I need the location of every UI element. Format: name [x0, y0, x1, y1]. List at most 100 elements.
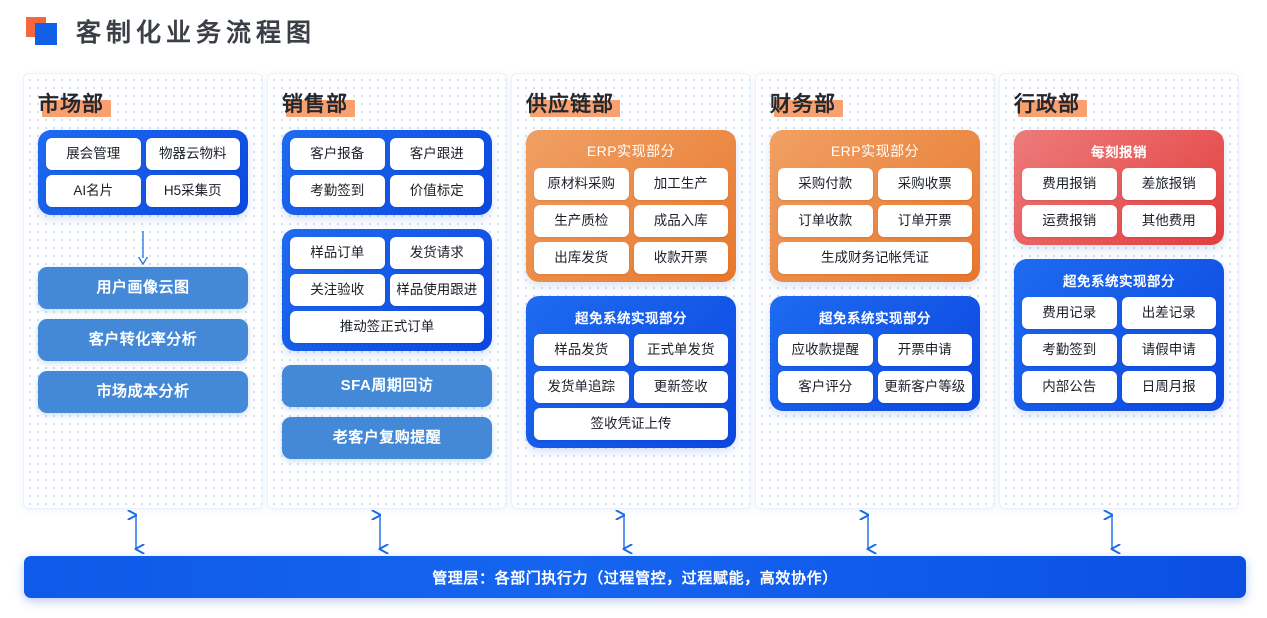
module-cell[interactable]: 样品订单 [290, 237, 385, 269]
module-cell[interactable]: 费用记录 [1022, 297, 1117, 329]
department-title-wrap: 行政部 [1014, 88, 1224, 122]
group-box: 超免系统实现部分费用记录出差记录考勤签到请假申请内部公告日周月报 [1014, 259, 1224, 411]
module-cell[interactable]: 日周月报 [1121, 371, 1216, 403]
feature-bar[interactable]: 老客户复购提醒 [282, 417, 492, 459]
module-cell[interactable]: 原材料采购 [534, 168, 629, 200]
module-cell[interactable]: 样品使用跟进 [389, 274, 484, 306]
group-label: ERP实现部分 [830, 143, 920, 159]
module-cell[interactable]: 出库发货 [534, 242, 629, 274]
group-box: ERP实现部分采购付款采购收票订单收款订单开票生成财务记帐凭证 [770, 130, 980, 282]
module-cell[interactable]: 出差记录 [1121, 297, 1216, 329]
department-column-finance: 财务部 ERP实现部分采购付款采购收票订单收款订单开票生成财务记帐凭证超免系统实现… [756, 74, 994, 508]
group-box: 每刻报销费用报销差旅报销运费报销其他费用 [1014, 130, 1224, 245]
department-title-wrap: 市场部 [38, 88, 248, 122]
logo-mark [26, 17, 60, 45]
group-box: 客户报备客户跟进考勤签到价值标定 [282, 130, 492, 215]
department-title-highlight [774, 100, 843, 117]
feature-bar[interactable]: SFA周期回访 [282, 365, 492, 407]
feature-bar[interactable]: 市场成本分析 [38, 371, 248, 413]
module-cell[interactable]: 价值标定 [389, 175, 484, 207]
group-cell-grid: 费用报销差旅报销运费报销其他费用 [1022, 168, 1216, 237]
group-box: ERP实现部分原材料采购加工生产生产质检成品入库出库发货收款开票 [526, 130, 736, 282]
department-title-wrap: 供应链部 [526, 88, 736, 122]
department-title: 供应链部 [526, 93, 614, 116]
group-label: 每刻报销 [1091, 145, 1147, 160]
group-cell-grid: 应收款提醒开票申请客户评分更新客户等级 [778, 334, 972, 403]
department-title-highlight [1018, 100, 1087, 117]
module-cell[interactable]: 请假申请 [1121, 334, 1216, 366]
module-cell[interactable]: 成品入库 [633, 205, 728, 237]
group-cell-grid: 样品发货正式单发货发货单追踪更新签收签收凭证上传 [534, 334, 728, 440]
module-cell[interactable]: 订单开票 [877, 205, 972, 237]
department-title-highlight [42, 100, 111, 117]
module-cell[interactable]: 更新客户等级 [877, 371, 972, 403]
group-cell-grid: 原材料采购加工生产生产质检成品入库出库发货收款开票 [534, 168, 728, 274]
module-cell[interactable]: 开票申请 [877, 334, 972, 366]
department-title: 销售部 [282, 93, 348, 116]
group-cell-grid: 费用记录出差记录考勤签到请假申请内部公告日周月报 [1022, 297, 1216, 403]
feature-bar[interactable]: 客户转化率分析 [38, 319, 248, 361]
department-title: 财务部 [770, 93, 836, 116]
module-cell[interactable]: 发货单追踪 [534, 371, 629, 403]
module-cell[interactable]: 客户跟进 [389, 138, 484, 170]
module-cell[interactable]: 加工生产 [633, 168, 728, 200]
management-banner-text: 管理层：各部门执行力（过程管控，过程赋能，高效协作） [432, 569, 838, 587]
connector-arrows [0, 508, 1267, 556]
module-cell[interactable]: 费用报销 [1022, 168, 1117, 200]
module-cell[interactable]: 物器云物料 [145, 138, 240, 170]
module-cell[interactable]: 收款开票 [633, 242, 728, 274]
module-cell[interactable]: 客户评分 [778, 371, 873, 403]
department-title: 市场部 [38, 93, 104, 116]
department-title-highlight [286, 100, 355, 117]
group-cell-grid: 采购付款采购收票订单收款订单开票生成财务记帐凭证 [778, 168, 972, 274]
page-title: 客制化业务流程图 [76, 19, 317, 47]
module-cell-wide[interactable]: 推动签正式订单 [290, 311, 484, 343]
module-cell[interactable]: 生产质检 [534, 205, 629, 237]
group-cell-grid: 客户报备客户跟进考勤签到价值标定 [290, 138, 484, 207]
group-label: ERP实现部分 [586, 143, 676, 159]
square-blue-icon [35, 23, 57, 45]
department-column-administration: 行政部每刻报销费用报销差旅报销运费报销其他费用超免系统实现部分费用记录出差记录考… [1000, 74, 1238, 508]
module-cell[interactable]: 内部公告 [1022, 371, 1117, 403]
module-cell[interactable]: 应收款提醒 [778, 334, 873, 366]
group-label: 超免系统实现部分 [819, 311, 931, 326]
module-cell[interactable]: 其他费用 [1121, 205, 1216, 237]
page-header: 客制化业务流程图 [26, 12, 316, 50]
module-cell-wide[interactable]: 生成财务记帐凭证 [778, 242, 972, 274]
department-title-wrap: 财务部 [770, 88, 980, 122]
module-cell[interactable]: 发货请求 [389, 237, 484, 269]
module-cell[interactable]: 展会管理 [46, 138, 141, 170]
down-arrow-icon [38, 229, 248, 267]
module-cell[interactable]: 样品发货 [534, 334, 629, 366]
module-cell[interactable]: 正式单发货 [633, 334, 728, 366]
module-cell[interactable]: 考勤签到 [290, 175, 385, 207]
module-cell[interactable]: 运费报销 [1022, 205, 1117, 237]
group-cell-grid: 样品订单发货请求关注验收样品使用跟进推动签正式订单 [290, 237, 484, 343]
feature-bar[interactable]: 用户画像云图 [38, 267, 248, 309]
group-label: 超免系统实现部分 [1063, 274, 1175, 289]
department-title-highlight [530, 100, 620, 117]
module-cell[interactable]: 采购付款 [778, 168, 873, 200]
module-cell-wide[interactable]: 签收凭证上传 [534, 408, 728, 440]
department-column-sales: 销售部客户报备客户跟进考勤签到价值标定样品订单发货请求关注验收样品使用跟进推动签… [268, 74, 506, 508]
module-cell[interactable]: H5采集页 [145, 175, 240, 207]
module-cell[interactable]: 更新签收 [633, 371, 728, 403]
module-cell[interactable]: 关注验收 [290, 274, 385, 306]
management-banner: 管理层：各部门执行力（过程管控，过程赋能，高效协作） [24, 556, 1246, 598]
module-cell[interactable]: 差旅报销 [1121, 168, 1216, 200]
group-box: 超免系统实现部分样品发货正式单发货发货单追踪更新签收签收凭证上传 [526, 296, 736, 448]
department-title-wrap: 销售部 [282, 88, 492, 122]
module-cell[interactable]: 订单收款 [778, 205, 873, 237]
module-cell[interactable]: 客户报备 [290, 138, 385, 170]
module-cell[interactable]: 采购收票 [877, 168, 972, 200]
group-box: 样品订单发货请求关注验收样品使用跟进推动签正式订单 [282, 229, 492, 351]
group-label: 超免系统实现部分 [575, 311, 687, 326]
module-cell[interactable]: AI名片 [46, 175, 141, 207]
department-column-supply-chain: 供应链部 ERP实现部分原材料采购加工生产生产质检成品入库出库发货收款开票超免系统… [512, 74, 750, 508]
module-cell[interactable]: 考勤签到 [1022, 334, 1117, 366]
